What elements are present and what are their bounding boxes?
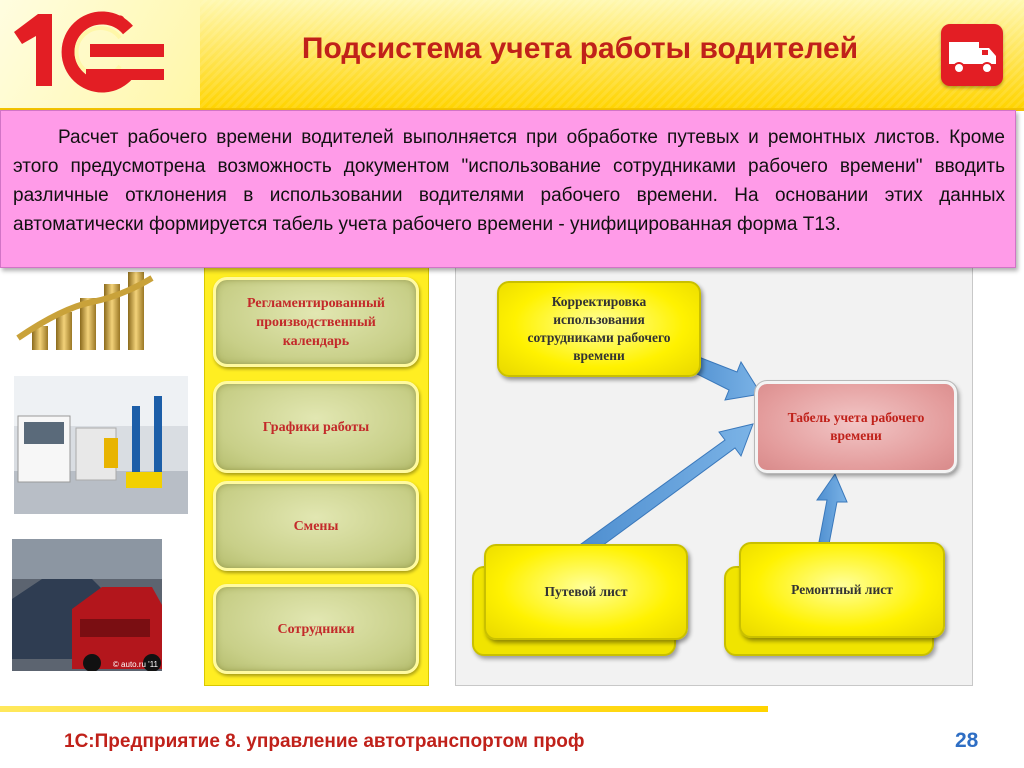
footer-divider — [0, 706, 768, 712]
page-title: Подсистема учета работы водителей — [301, 32, 859, 65]
node-repair-sheet: Ремонтный лист — [739, 542, 945, 638]
node-timesheet: Табель учета рабочего времени — [754, 380, 958, 474]
menu-item-production-calendar[interactable]: Регламентированный производственный кале… — [213, 277, 419, 367]
node-correction: Корректировка использования сотрудниками… — [497, 281, 701, 377]
footer-title: 1С:Предприятие 8. управление автотранспо… — [64, 731, 585, 752]
arrow-repair-to-timesheet — [816, 472, 848, 545]
truck-icon — [941, 24, 1003, 86]
cars-photo: © auto.ru '11 — [12, 539, 162, 671]
logo-1c — [0, 0, 200, 108]
node-waybill: Путевой лист — [484, 544, 688, 640]
menu-item-employees[interactable]: Сотрудники — [213, 584, 419, 674]
coins-chart-image — [12, 268, 162, 354]
menu-item-work-schedules[interactable]: Графики работы — [213, 381, 419, 473]
photo-watermark: © auto.ru '11 — [112, 660, 158, 669]
page-number: 28 — [955, 729, 979, 752]
garage-trucks-photo — [14, 376, 188, 514]
menu-item-shifts[interactable]: Смены — [213, 481, 419, 571]
intro-textbox: Расчет рабочего времени водителей выполн… — [0, 110, 1016, 268]
reference-column: Регламентированный производственный кале… — [204, 262, 429, 686]
intro-text: Расчет рабочего времени водителей выполн… — [13, 127, 1005, 235]
logo-1c-mark — [14, 11, 164, 93]
arrow-waybill-to-timesheet — [580, 423, 754, 555]
